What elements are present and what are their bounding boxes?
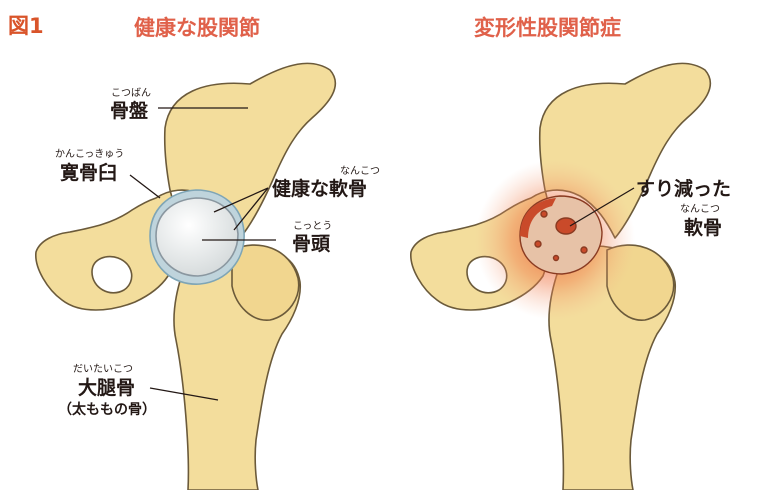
healthy-hip [36, 63, 336, 490]
oa-title: 変形性股関節症 [474, 12, 621, 42]
healthy-obturator [92, 257, 132, 293]
oa-cyst-3 [581, 247, 587, 253]
worn-label: すり減った [636, 174, 731, 201]
oa-cartilage-label: 軟骨 [684, 213, 722, 240]
acetabulum-label: 寛骨臼 [60, 158, 117, 185]
figure-label: 図1 [8, 10, 44, 40]
oa-cyst-1 [541, 211, 547, 217]
acetabulum-leader [130, 175, 160, 198]
healthy-femoral-head [156, 198, 238, 276]
oa-cyst-large [556, 218, 576, 234]
oa-cyst-2 [535, 241, 541, 247]
cartilage-label: 健康な軟骨 [272, 174, 367, 201]
oa-cyst-4 [554, 256, 559, 261]
oa-joint [520, 196, 602, 274]
femur-note: （太ももの骨） [58, 399, 156, 419]
healthy-title: 健康な股関節 [134, 12, 260, 42]
femur-label: 大腿骨 [78, 373, 135, 400]
femoral-head-label: 骨頭 [292, 229, 330, 256]
pelvis-label: 骨盤 [110, 96, 148, 123]
